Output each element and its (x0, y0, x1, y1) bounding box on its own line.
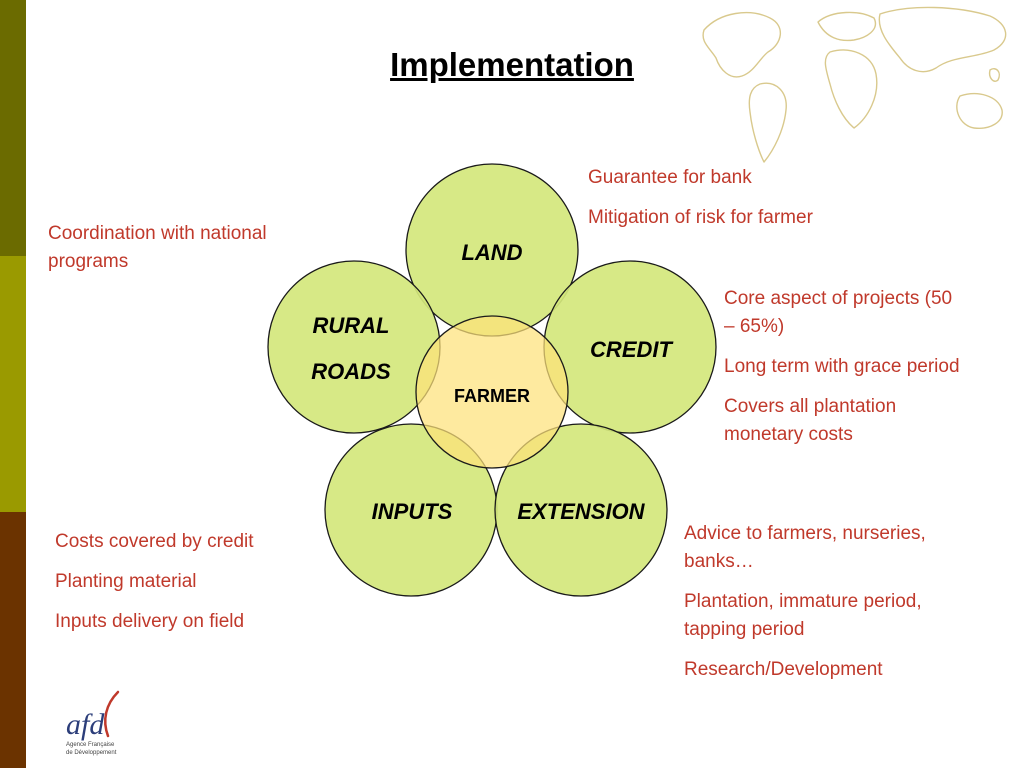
center-label-farmer: FARMER (454, 386, 530, 406)
afd-logo-line2: de Développement (66, 750, 117, 756)
note-extension-1: Advice to farmers, nurseries, banks… (684, 523, 926, 572)
note-extension-3: Research/Development (684, 659, 883, 680)
note-land-2: Mitigation of risk for farmer (588, 207, 813, 228)
world-map-decoration (702, 6, 1007, 163)
notes-credit: Core aspect of projects (50 – 65%) Long … (724, 285, 1014, 461)
center-farmer (415, 315, 569, 469)
petal-label-credit: CREDIT (590, 337, 673, 362)
note-extension-2: Plantation, immature period, tapping per… (684, 591, 922, 640)
petal-label-extension: EXTENSION (517, 499, 645, 524)
afd-logo: afd Agence Française de Développement (66, 690, 120, 756)
notes-rural-roads: Coordination with national programs (48, 220, 318, 288)
note-land-1: Guarantee for bank (588, 167, 752, 188)
slide-title: Implementation (390, 46, 634, 83)
sidebar-band-middle (0, 256, 26, 512)
afd-logo-mark: afd (66, 708, 105, 741)
petal-label-rural: RURAL (313, 313, 390, 338)
note-rural-roads-1: Coordination with national programs (48, 223, 267, 272)
sidebar-band-bottom (0, 512, 26, 768)
afd-logo-line1: Agence Française (66, 742, 115, 748)
sidebar-band-top (0, 0, 26, 256)
notes-land: Guarantee for bank Mitigation of risk fo… (588, 164, 888, 244)
note-credit-1: Core aspect of projects (50 – 65%) (724, 288, 953, 337)
notes-inputs: Costs covered by credit Planting materia… (55, 528, 315, 648)
note-inputs-2: Planting material (55, 571, 197, 592)
sidebar-stripe (0, 0, 26, 768)
petal-extension (494, 423, 668, 597)
note-credit-3: Covers all plantation monetary costs (724, 396, 897, 445)
note-inputs-1: Costs covered by credit (55, 531, 254, 552)
petal-label-roads: ROADS (311, 359, 391, 384)
notes-extension: Advice to farmers, nurseries, banks… Pla… (684, 520, 984, 696)
note-inputs-3: Inputs delivery on field (55, 611, 245, 632)
petal-label-inputs: INPUTS (372, 499, 453, 524)
note-credit-2: Long term with grace period (724, 356, 960, 377)
petal-label-land: LAND (461, 240, 522, 265)
